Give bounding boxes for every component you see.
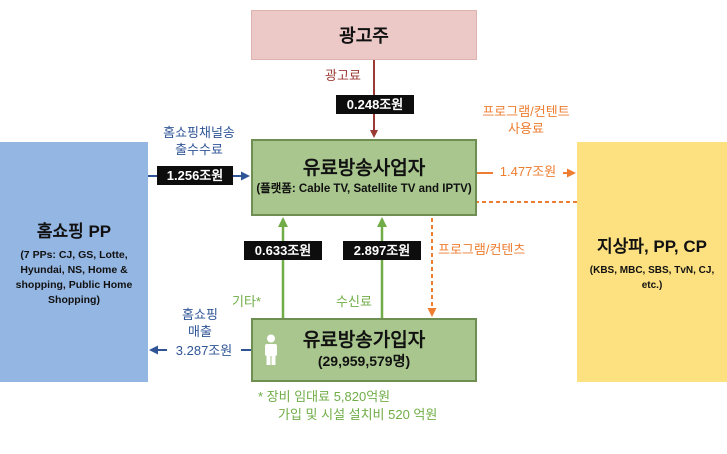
operator-box: 유료방송사업자 (플랫폼: Cable TV, Satellite TV and…	[251, 139, 477, 216]
subscriber-count: (29,959,579명)	[317, 353, 411, 369]
channel-fee-label-line2: 출수수료	[175, 142, 223, 157]
home-shopping-subtitle: (7 PPs: CJ, GS, Lotte, Hyundai, NS, Home…	[15, 248, 133, 306]
operator-title: 유료방송사업자	[302, 158, 426, 179]
ad-fee-label: 광고료	[325, 68, 361, 83]
program-content-arrow	[427, 201, 577, 317]
shopping-sales-label-line2: 매출	[188, 324, 212, 339]
person-icon	[265, 334, 277, 365]
program-fee-value: 1.477조원	[493, 164, 563, 180]
broadcasters-subtitle: (KBS, MBC, SBS, TvN, CJ, etc.)	[589, 264, 715, 291]
subscription-fee-label: 수신료	[336, 294, 372, 309]
advertiser-box: 광고주	[251, 10, 477, 60]
channel-fee-value: 1.256조원	[157, 166, 233, 185]
subscription-fee-value: 2.897조원	[343, 241, 421, 260]
home-shopping-box: 홈쇼핑 PP (7 PPs: CJ, GS, Lotte, Hyundai, N…	[0, 142, 148, 382]
channel-fee-label-line1: 홈쇼핑채널송	[163, 125, 235, 140]
broadcasters-title: 지상파, PP, CP	[597, 236, 707, 256]
advertiser-label: 광고주	[339, 26, 389, 46]
footnote-line2: 가입 및 시설 설치비 520 억원	[278, 407, 438, 422]
footnote: * 장비 임대료 5,820억원 가입 및 시설 설치비 520 억원	[258, 388, 437, 424]
program-fee-label-line1: 프로그램/컨텐트	[482, 104, 570, 119]
home-shopping-title: 홈쇼핑 PP	[36, 221, 112, 241]
ad-fee-value: 0.248조원	[336, 95, 414, 114]
program-content-label: 프로그램/컨텐츠	[438, 242, 526, 257]
subscriber-title: 유료방송가입자	[302, 330, 426, 351]
operator-subtitle: (플랫폼: Cable TV, Satellite TV and IPTV)	[256, 183, 472, 195]
program-fee-label-line2: 사용료	[508, 121, 544, 136]
footnote-line1: * 장비 임대료 5,820억원	[258, 389, 391, 404]
subscriber-box: 유료방송가입자 (29,959,579명)	[251, 318, 477, 382]
broadcasters-box: 지상파, PP, CP (KBS, MBC, SBS, TvN, CJ, etc…	[577, 142, 727, 382]
other-fee-value: 0.633조원	[244, 241, 322, 260]
other-fee-label: 기타*	[232, 294, 261, 309]
shopping-sales-label-line1: 홈쇼핑	[182, 307, 218, 322]
shopping-sales-value: 3.287조원	[167, 343, 241, 359]
